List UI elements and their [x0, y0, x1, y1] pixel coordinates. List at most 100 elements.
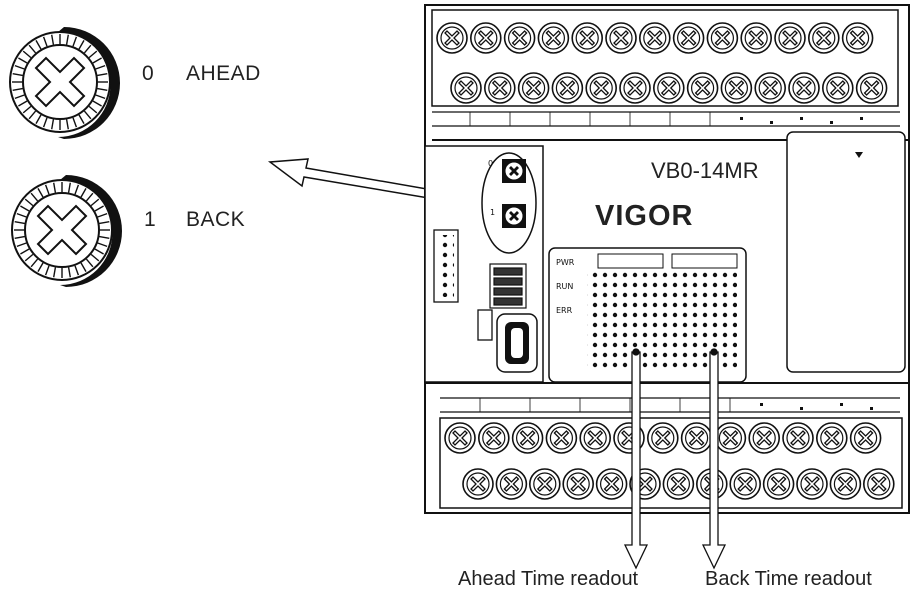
dial-tick — [92, 100, 102, 107]
dial-tick — [18, 100, 28, 107]
terminal-screw — [585, 72, 618, 104]
terminal-screw — [862, 468, 895, 500]
dial-tick — [78, 114, 85, 124]
dial-tick — [24, 198, 34, 207]
dial-tick — [83, 44, 92, 54]
pot-ahead — [502, 159, 526, 183]
terminal-screw — [652, 72, 685, 104]
brand-label: VIGOR — [595, 200, 694, 232]
terminal-screw — [841, 22, 874, 54]
terminal-screw — [619, 72, 651, 104]
terminal-screw — [706, 22, 739, 54]
dial-tick — [51, 119, 55, 130]
terminal-screw — [729, 468, 762, 500]
dial-tick — [83, 110, 92, 120]
terminal-screw — [436, 22, 468, 54]
dial-tick — [80, 262, 87, 272]
dial-tick — [37, 262, 44, 272]
terminal-screw — [605, 22, 637, 54]
model-label: VB0-14MR — [651, 158, 759, 183]
pot-0-label: 0 — [488, 159, 494, 168]
dial-tick — [90, 198, 100, 207]
dial-tick — [92, 57, 102, 64]
terminal-screw — [754, 72, 787, 104]
dial-tick — [85, 258, 94, 268]
terminal-screw — [748, 422, 781, 454]
dial-ahead-label: AHEAD — [186, 62, 261, 85]
dial-back-value: 1 — [144, 208, 156, 231]
dip-switch — [489, 263, 527, 309]
terminal-screw — [815, 422, 848, 454]
dial-tick — [53, 182, 57, 193]
terminal-screw — [469, 22, 502, 54]
dial-tick — [14, 94, 25, 100]
dial-tick — [18, 57, 28, 64]
dial-tick — [28, 110, 37, 120]
dial-tick — [37, 188, 44, 198]
led-run-label: RUN — [556, 282, 574, 291]
terminal-screw — [662, 468, 695, 500]
terminal-screw — [462, 468, 494, 500]
terminal-screw — [595, 468, 628, 500]
dial-tick — [99, 235, 110, 239]
dial-tick — [99, 221, 110, 225]
dial-tick — [24, 253, 34, 262]
terminal-screw — [774, 22, 806, 54]
terminal-screw — [680, 422, 713, 454]
terminal-screw — [782, 422, 814, 454]
led-pwr-label: PWR — [556, 258, 575, 267]
terminal-screw — [511, 422, 544, 454]
terminal-screw — [495, 468, 528, 500]
terminal-screw — [829, 468, 862, 500]
terminal-screw — [483, 72, 516, 104]
terminal-screw — [444, 422, 476, 454]
dial-tick — [72, 117, 78, 128]
terminal-screw — [686, 72, 719, 104]
dial-tick — [44, 265, 50, 276]
pot-back — [502, 204, 526, 228]
dial-tick — [20, 205, 30, 212]
terminal-screw — [646, 422, 679, 454]
terminal-screw — [762, 468, 795, 500]
terminal-screw — [571, 22, 604, 54]
terminal-screw — [807, 22, 840, 54]
terminal-screw — [579, 422, 612, 454]
dial-tick — [97, 212, 108, 218]
dial-tick — [95, 64, 106, 70]
dial-tick — [20, 248, 30, 255]
terminal-screw — [517, 72, 550, 104]
terminal-screw — [714, 422, 747, 454]
dial-tick — [88, 50, 98, 59]
terminal-screw — [821, 72, 854, 104]
dial-tick — [22, 50, 32, 59]
dial-tick — [35, 114, 42, 124]
dial-tick — [65, 34, 69, 45]
terminal-screw — [796, 468, 828, 500]
terminal-screw — [545, 422, 578, 454]
dial-tick — [44, 184, 50, 195]
dial-tick — [97, 73, 108, 77]
plc-body — [424, 4, 910, 514]
dial-tick — [88, 105, 98, 114]
dial-tick — [22, 105, 32, 114]
pot-1-label: 1 — [490, 208, 496, 217]
dial-tick — [67, 182, 71, 193]
dial-tick — [16, 242, 27, 248]
dial-tick — [42, 36, 48, 47]
dial-tick — [72, 36, 78, 47]
dial-tick — [35, 40, 42, 50]
dial-tick — [14, 235, 25, 239]
dial-tick — [28, 44, 37, 54]
ahead-readout-arrow — [623, 348, 649, 570]
dial-tick — [16, 212, 27, 218]
terminal-screw — [788, 72, 820, 104]
terminal-screw — [450, 72, 482, 104]
terminal-screw — [537, 22, 570, 54]
dial-tick — [97, 87, 108, 91]
dial-tick — [67, 267, 71, 278]
dial-tick — [30, 258, 39, 268]
dial-tick — [65, 119, 69, 130]
dial-tick — [97, 242, 108, 248]
terminal-screw — [849, 422, 882, 454]
